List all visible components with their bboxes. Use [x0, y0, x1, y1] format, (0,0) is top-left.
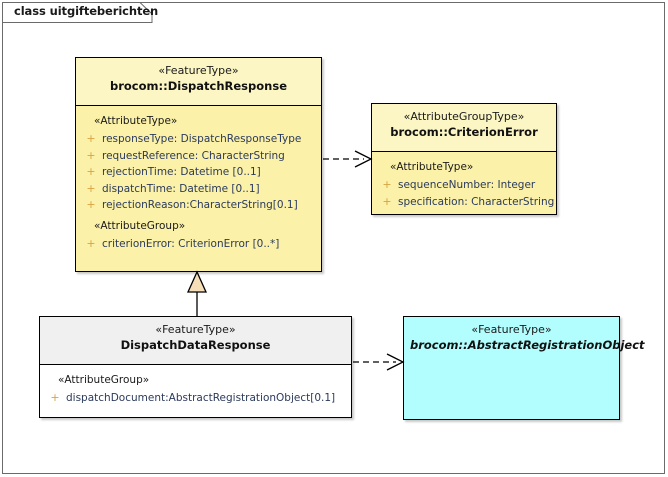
connector-dependency-dispatchdataresponse-abstractregistrationobject[interactable]	[353, 353, 405, 371]
diagram-title: class uitgifteberichten	[14, 4, 159, 18]
class-body-abstract-registration-object	[404, 365, 619, 419]
class-name: brocom::AbstractRegistrationObject	[410, 338, 645, 352]
attribute-row[interactable]: + rejectionTime: Datetime [0..1]	[80, 164, 317, 181]
attribute-label: requestReference: CharacterString	[102, 149, 285, 162]
attribute-row[interactable]: + dispatchDocument:AbstractRegistrationO…	[44, 390, 347, 407]
attribute-row[interactable]: + specification: CharacterString	[376, 194, 555, 211]
class-box-dispatch-data-response[interactable]: «FeatureType» DispatchDataResponse «Attr…	[39, 316, 352, 418]
attribute-label: rejectionTime: Datetime [0..1]	[102, 166, 261, 178]
visibility-marker: +	[86, 132, 96, 145]
attribute-label: dispatchTime: Datetime [0..1]	[102, 182, 260, 195]
attribute-label: specification: CharacterString	[398, 195, 555, 208]
attribute-row[interactable]: + dispatchTime: Datetime [0..1]	[80, 181, 317, 198]
class-name: brocom::DispatchResponse	[110, 79, 287, 93]
class-header-abstract-registration-object: «FeatureType» brocom::AbstractRegistrati…	[404, 317, 645, 365]
attribute-label: criterionError: CriterionError [0..*]	[102, 237, 280, 250]
visibility-marker: +	[86, 236, 96, 250]
attribute-row[interactable]: + responseType: DispatchResponseType	[80, 131, 317, 148]
attribute-group-label: «AttributeType»	[390, 161, 474, 173]
visibility-marker: +	[86, 198, 96, 211]
class-box-dispatch-response[interactable]: «FeatureType» brocom::DispatchResponse «…	[75, 57, 322, 272]
class-body-dispatch-response: «AttributeType» + responseType: Dispatch…	[76, 106, 321, 270]
class-body-dispatch-data-response: «AttributeGroup» + dispatchDocument:Abst…	[40, 365, 351, 416]
connector-generalization-dispatchdataresponse-dispatchresponse[interactable]	[186, 270, 208, 316]
attribute-label: rejectionReason:CharacterString[0.1]	[102, 199, 298, 211]
visibility-marker: +	[382, 194, 392, 208]
attribute-group-label: «AttributeType»	[94, 115, 178, 127]
diagram-title-tab	[2, 2, 153, 23]
connector-dependency-dispatchresponse-criterionerror[interactable]	[323, 150, 373, 168]
class-box-criterion-error[interactable]: «AttributeGroupType» brocom::CriterionEr…	[371, 103, 557, 215]
visibility-marker: +	[86, 148, 96, 162]
class-header-dispatch-data-response: «FeatureType» DispatchDataResponse	[40, 317, 351, 365]
class-stereotype: «FeatureType»	[155, 323, 236, 336]
class-name: brocom::CriterionError	[390, 125, 538, 139]
visibility-marker: +	[50, 391, 60, 404]
attribute-label: responseType: DispatchResponseType	[102, 133, 302, 145]
class-stereotype: «FeatureType»	[158, 64, 239, 77]
visibility-marker: +	[86, 181, 96, 195]
visibility-marker: +	[382, 178, 392, 191]
visibility-marker: +	[86, 165, 96, 178]
attribute-row[interactable]: + criterionError: CriterionError [0..*]	[80, 236, 317, 253]
class-stereotype: «FeatureType»	[471, 323, 552, 336]
class-stereotype: «AttributeGroupType»	[403, 110, 525, 123]
class-box-abstract-registration-object[interactable]: «FeatureType» brocom::AbstractRegistrati…	[403, 316, 645, 420]
class-header-dispatch-response: «FeatureType» brocom::DispatchResponse	[76, 58, 321, 106]
attribute-group-label: «AttributeGroup»	[94, 219, 186, 232]
class-header-criterion-error: «AttributeGroupType» brocom::CriterionEr…	[372, 104, 556, 152]
attribute-label: sequenceNumber: Integer	[398, 179, 536, 191]
class-name: DispatchDataResponse	[120, 338, 271, 352]
attribute-row[interactable]: + rejectionReason:CharacterString[0.1]	[80, 197, 317, 214]
class-body-criterion-error: «AttributeType» + sequenceNumber: Intege…	[372, 152, 556, 213]
attribute-group-label: «AttributeGroup»	[58, 374, 150, 386]
attribute-row[interactable]: + sequenceNumber: Integer	[376, 177, 552, 194]
attribute-row[interactable]: + requestReference: CharacterString	[80, 148, 317, 165]
attribute-label: dispatchDocument:AbstractRegistrationObj…	[66, 392, 336, 404]
